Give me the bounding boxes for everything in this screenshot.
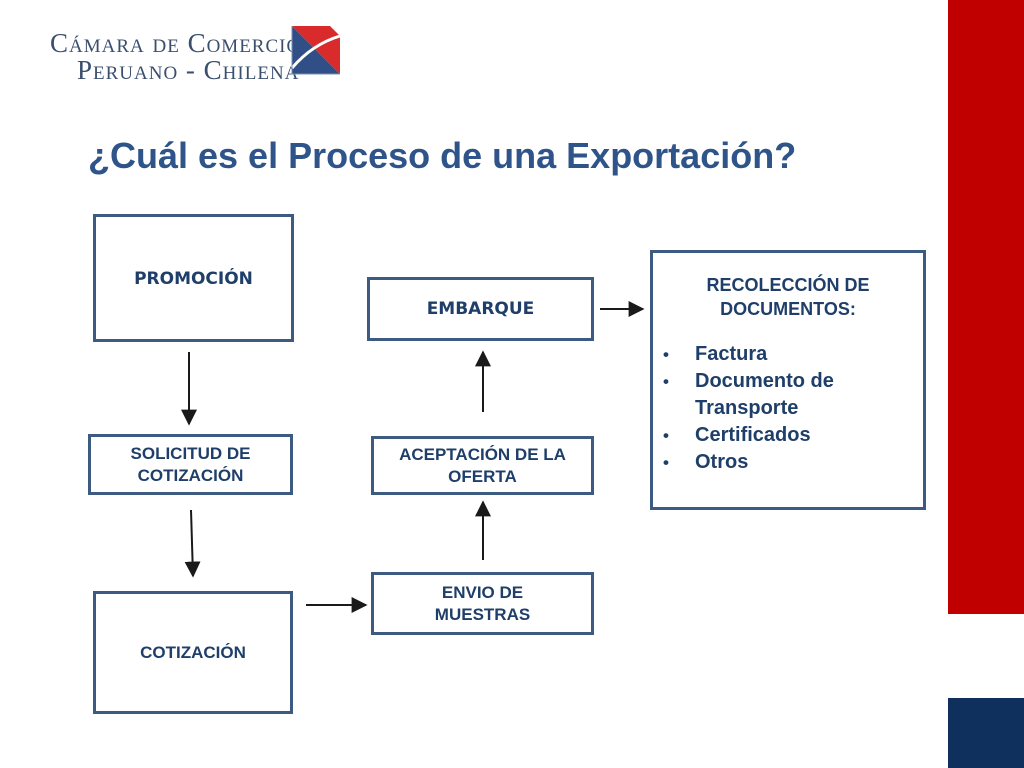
step-envio-label-1: ENVIO DE [441,582,524,602]
step-aceptacion-label-1: ACEPTACIÓN DE LA [399,444,566,464]
arrow-solicitud-to-cotizacion [184,509,201,578]
logo-line-2: Peruano - Chilena [77,55,300,85]
step-envio-label-2: MUESTRAS [434,604,531,624]
step-promocion-label: PROMOCIÓN [134,269,253,289]
side-bar-red [948,0,1024,614]
document-item: Factura [663,341,923,368]
step-aceptacion-label-2: OFERTA [448,466,517,486]
step-embarque-label: EMBARQUE [426,299,535,319]
page-title: ¿Cuál es el Proceso de una Exportación? [88,135,797,176]
document-list: Factura Documento de Transporte Certific… [653,341,923,476]
document-item: Otros [663,449,923,476]
step-aceptacion-oferta: ACEPTACIÓN DE LA OFERTA [371,436,594,495]
step-solicitud-label-2: COTIZACIÓN [137,465,244,485]
step-envio-muestras: ENVIO DE MUESTRAS [371,572,594,635]
side-bar-navy [948,698,1024,768]
recoleccion-heading: RECOLECCIÓN DE DOCUMENTOS: [653,273,923,321]
step-solicitud-cotizacion: SOLICITUD DE COTIZACIÓN [88,434,293,495]
step-promocion: PROMOCIÓN [93,214,294,342]
step-recoleccion-documentos: RECOLECCIÓN DE DOCUMENTOS: Factura Docum… [650,250,926,510]
recoleccion-heading-1: RECOLECCIÓN DE [706,275,870,295]
step-solicitud-label-1: SOLICITUD DE [130,443,251,463]
recoleccion-heading-2: DOCUMENTOS: [720,299,856,319]
chamber-logo-icon [290,26,341,75]
step-embarque: EMBARQUE [367,277,594,341]
step-cotizacion-label: COTIZACIÓN [140,642,246,662]
logo-line-1: Cámara de Comercio [50,28,302,58]
chamber-logo-text: Cámara de Comercio Peruano - Chilena [50,30,301,84]
document-item: Certificados [663,422,923,449]
step-cotizacion: COTIZACIÓN [93,591,293,714]
document-item: Documento de Transporte [663,368,923,422]
